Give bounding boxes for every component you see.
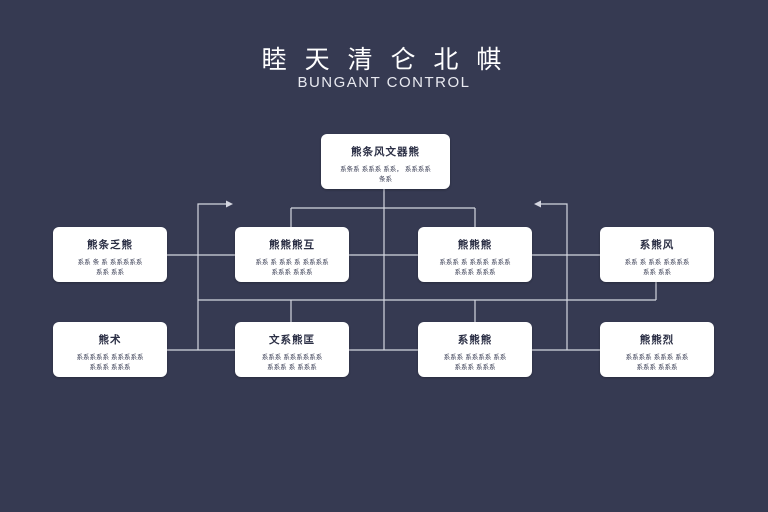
node-r1c4-text-2: 系系 系系 xyxy=(642,268,672,276)
diagram-title: 睦 天 清 仑 北 帺 xyxy=(261,45,507,74)
node-r1c3-heading: 熊熊熊 xyxy=(457,239,493,251)
arrowhead-left-icon xyxy=(226,200,233,208)
node-r2c2-text-2: 系系系 系 系系系 xyxy=(267,363,317,371)
node-r2c2: 文系熊匡 系系系 系系系系系系 系系系 系 系系系 xyxy=(235,322,349,377)
arrowhead-right-icon xyxy=(534,200,541,208)
node-root-heading: 熊条风文器熊 xyxy=(351,146,420,158)
node-r1c2-text: 系系 系 系系 系 系系系系 xyxy=(255,258,329,266)
node-r1c3-text-2: 系系系 系系系 xyxy=(454,268,496,276)
node-r2c4-heading: 熊熊烈 xyxy=(639,334,675,346)
node-r2c2-text: 系系系 系系系系系系 xyxy=(261,353,323,361)
node-r2c1-text: 系系系系系 系系系系系 xyxy=(76,353,144,361)
connector-left-loop xyxy=(197,203,228,350)
node-r2c1-text-2: 系系系 系系系 xyxy=(89,363,131,371)
connector-right-loop xyxy=(540,203,568,350)
node-r2c3: 系熊熊 系系系 系系系系 系系 系系系 系系系 xyxy=(418,322,532,377)
node-r1c4-text: 系系 系 系系 系系系系 xyxy=(624,258,690,266)
node-r1c1-heading: 熊条乏熊 xyxy=(87,239,133,251)
node-r1c3: 熊熊熊 系系系 系 系系系 系系系 系系系 系系系 xyxy=(418,227,532,282)
node-r2c3-text-2: 系系系 系系系 xyxy=(454,363,496,371)
node-r2c4-text: 系系系系 系系系 系系 xyxy=(625,353,689,361)
node-root-text-2: 条系 xyxy=(379,175,392,183)
node-root: 熊条风文器熊 系条系 系系系 系系， 系系系系 条系 xyxy=(321,134,450,189)
node-r1c2-text-2: 系系系 系系系 xyxy=(271,268,313,276)
node-r1c3-text: 系系系 系 系系系 系系系 xyxy=(439,258,511,266)
node-root-text: 系条系 系系系 系系， 系系系系 xyxy=(340,165,431,173)
node-r1c4: 系熊风 系系 系 系系 系系系系 系系 系系 xyxy=(600,227,714,282)
node-r1c2: 熊熊熊互 系系 系 系系 系 系系系系 系系系 系系系 xyxy=(235,227,349,282)
node-r1c4-heading: 系熊风 xyxy=(639,239,675,251)
node-r2c4-text-2: 系系系 系系系 xyxy=(636,363,678,371)
diagram-subtitle: BUNGANT CONTROL xyxy=(297,74,471,91)
node-r1c2-heading: 熊熊熊互 xyxy=(269,239,315,251)
node-r2c3-heading: 系熊熊 xyxy=(457,334,493,346)
node-r2c2-heading: 文系熊匡 xyxy=(269,334,315,346)
node-r1c1-text-2: 系系 系系 xyxy=(95,268,125,276)
node-r2c1: 熊术 系系系系系 系系系系系 系系系 系系系 xyxy=(53,322,167,377)
node-r2c3-text: 系系系 系系系系 系系 xyxy=(443,353,507,361)
node-r1c1: 熊条乏熊 系系 条 系 系系系系系 系系 系系 xyxy=(53,227,167,282)
node-r2c4: 熊熊烈 系系系系 系系系 系系 系系系 系系系 xyxy=(600,322,714,377)
node-r2c1-heading: 熊术 xyxy=(98,334,122,346)
node-r1c1-text: 系系 条 系 系系系系系 xyxy=(77,258,143,266)
